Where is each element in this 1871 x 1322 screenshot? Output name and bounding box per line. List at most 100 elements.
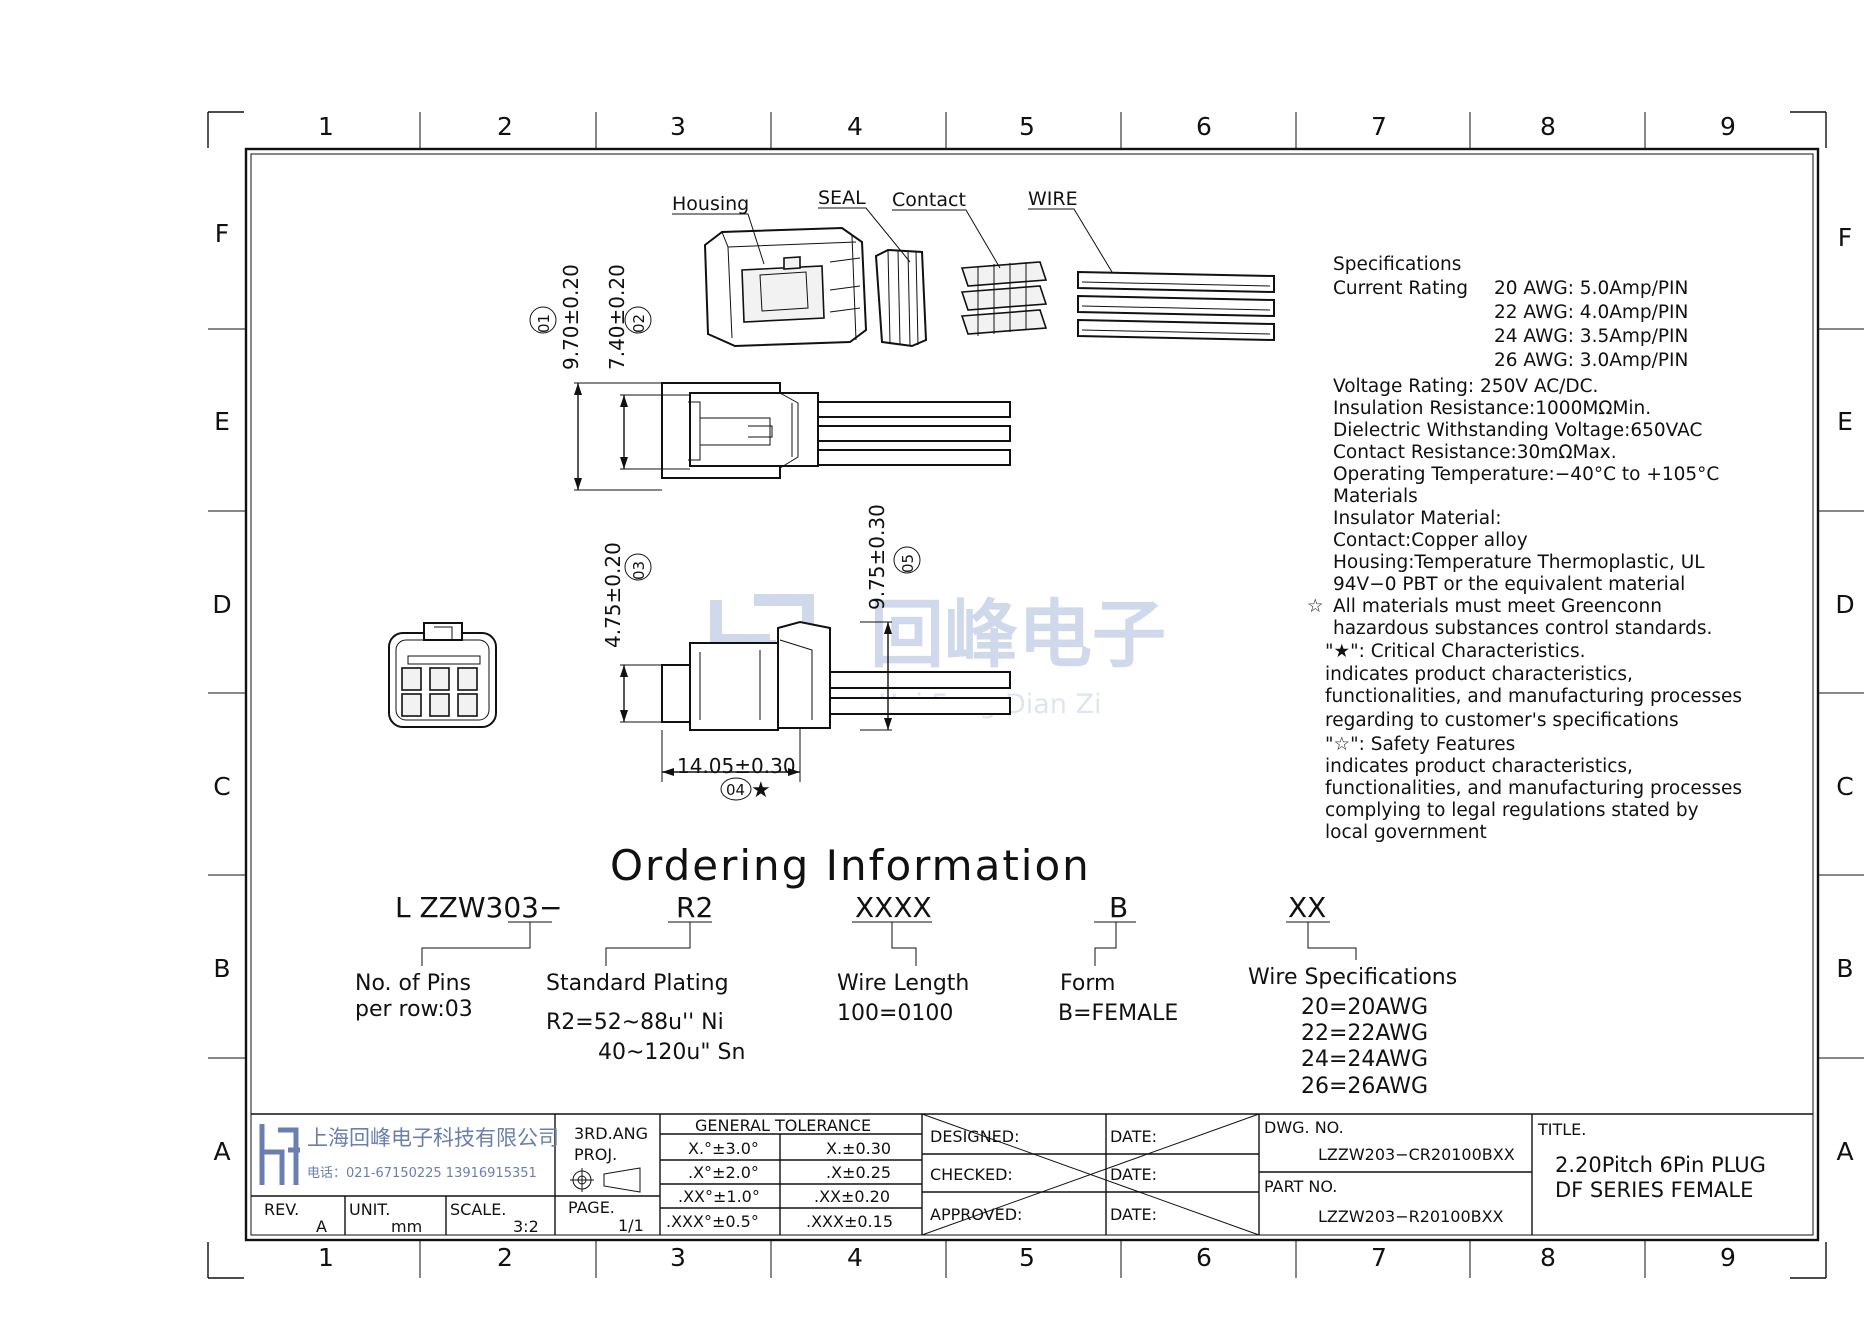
page-value: 1/1 bbox=[618, 1216, 644, 1235]
spec-materials: Materials bbox=[1333, 486, 1418, 507]
dim-04-tag-circle bbox=[720, 777, 752, 801]
code-length: XXXX bbox=[855, 891, 932, 924]
spec-contact-resistance: Contact Resistance:30mΩMax. bbox=[1333, 442, 1617, 463]
spec-voltage: Voltage Rating: 250V AC/DC. bbox=[1333, 376, 1598, 397]
zone-row-labels: F E D C B A F E D C B A bbox=[212, 219, 1854, 1166]
part-label: PART NO. bbox=[1264, 1177, 1337, 1196]
spec-current-24: 24 AWG: 3.5Amp/PIN bbox=[1494, 326, 1688, 347]
spec-heading: Specifications bbox=[1333, 254, 1461, 275]
dim-01-tag-circle bbox=[529, 306, 557, 334]
page-label: PAGE. bbox=[568, 1198, 615, 1217]
dim-04-value: 14.05±0.30 bbox=[677, 754, 796, 778]
callout-seal: SEAL bbox=[818, 187, 866, 209]
dim-03-value: 4.75±0.20 bbox=[601, 542, 625, 648]
spec-insulation: Insulation Resistance:1000MΩMin. bbox=[1333, 398, 1651, 419]
rev-label: REV. bbox=[264, 1200, 299, 1219]
form-label: Form bbox=[1060, 971, 1115, 996]
contact-iso bbox=[960, 261, 1048, 336]
callout-wire: WIRE bbox=[1028, 188, 1078, 210]
wire-label: Wire Specifications bbox=[1248, 965, 1457, 990]
part-callouts: Housing SEAL Contact WIRE bbox=[672, 187, 1113, 273]
col-1-bottom: 1 bbox=[318, 1243, 334, 1272]
ordering-leaders bbox=[421, 921, 1357, 966]
spec-current-label: Current Rating bbox=[1333, 278, 1468, 299]
spec-insulator: Insulator Material: bbox=[1333, 508, 1501, 529]
part-value: LZZW203−R20100BXX bbox=[1318, 1207, 1504, 1226]
side-view-lower bbox=[620, 620, 1011, 782]
watermark-chinese: 回峰电子 bbox=[870, 592, 1166, 678]
col-3-top: 3 bbox=[670, 112, 686, 141]
col-7-top: 7 bbox=[1371, 112, 1387, 141]
col-8-bottom: 8 bbox=[1540, 1243, 1556, 1272]
spec-critical-1: indicates product characteristics, bbox=[1325, 664, 1633, 685]
spec-current-20: 20 AWG: 5.0Amp/PIN bbox=[1494, 278, 1688, 299]
scale-label: SCALE. bbox=[450, 1200, 506, 1219]
spec-all-materials-1: All materials must meet Greenconn bbox=[1333, 596, 1662, 617]
dim-03-tag-circle bbox=[624, 553, 652, 581]
row-b-left: B bbox=[213, 954, 230, 983]
tolerance-right-0: X.±0.30 bbox=[826, 1139, 891, 1158]
row-f-right: F bbox=[1838, 223, 1852, 252]
spec-all-materials-2: hazardous substances control standards. bbox=[1333, 618, 1712, 639]
callout-housing: Housing bbox=[672, 193, 749, 215]
tolerance-left-2: .XX°±1.0° bbox=[678, 1187, 760, 1206]
company-name: 上海回峰电子科技有限公司 bbox=[307, 1126, 559, 1150]
spec-critical-title: "★": Critical Characteristics. bbox=[1325, 641, 1586, 662]
title-block: 上海回峰电子科技有限公司 电话：021-67150225 13916915351… bbox=[251, 1113, 1813, 1236]
tolerance-left-3: .XXX°±0.5° bbox=[666, 1212, 759, 1231]
unit-label: UNIT. bbox=[349, 1200, 390, 1219]
wire-line-1: 20=20AWG bbox=[1301, 995, 1428, 1020]
pins-label-1: No. of Pins bbox=[355, 971, 471, 996]
dim-05-tag-circle bbox=[893, 546, 921, 574]
length-line-1: 100=0100 bbox=[837, 1001, 953, 1026]
dim-02-group: 7.40±0.20 02 bbox=[605, 264, 652, 370]
row-a-right: A bbox=[1836, 1137, 1853, 1166]
housing-iso bbox=[703, 226, 868, 348]
projection-line-2: PROJ. bbox=[574, 1145, 617, 1164]
projection-line-1: 3RD.ANG bbox=[574, 1124, 648, 1143]
col-2-top: 2 bbox=[497, 112, 513, 141]
row-e-right: E bbox=[1837, 407, 1853, 436]
tolerance-right-2: .XX±0.20 bbox=[814, 1187, 890, 1206]
designed-label: DESIGNED: bbox=[930, 1127, 1020, 1146]
approved-date-label: DATE: bbox=[1110, 1205, 1157, 1224]
company-logo bbox=[259, 1124, 300, 1185]
spec-safety-3: complying to legal regulations stated by bbox=[1325, 800, 1699, 821]
spec-safety-4: local government bbox=[1325, 822, 1487, 843]
scale-value: 3:2 bbox=[513, 1217, 539, 1236]
unit-value: mm bbox=[391, 1217, 422, 1236]
designed-date-label: DATE: bbox=[1110, 1127, 1157, 1146]
row-c-left: C bbox=[213, 772, 230, 801]
dwg-value: LZZW203−CR20100BXX bbox=[1318, 1145, 1515, 1164]
code-form: B bbox=[1109, 891, 1128, 924]
tolerance-right-3: .XXX±0.15 bbox=[806, 1212, 893, 1231]
dim-05-tag: 05 bbox=[899, 554, 917, 573]
title-label: TITLE. bbox=[1537, 1120, 1586, 1139]
col-8-top: 8 bbox=[1540, 112, 1556, 141]
dwg-label: DWG. NO. bbox=[1264, 1118, 1344, 1137]
ordering-title: Ordering Information bbox=[610, 841, 1091, 890]
length-label: Wire Length bbox=[837, 971, 969, 996]
col-1-top: 1 bbox=[318, 112, 334, 141]
dim-01-value: 9.70±0.20 bbox=[559, 264, 583, 370]
side-view-upper bbox=[574, 382, 1011, 491]
form-line-1: B=FEMALE bbox=[1058, 1001, 1178, 1026]
title-line-2: DF SERIES FEMALE bbox=[1555, 1178, 1753, 1202]
row-d-left: D bbox=[212, 590, 231, 619]
spec-critical-3: regarding to customer's specifications bbox=[1325, 710, 1679, 731]
wire-line-3: 24=24AWG bbox=[1301, 1047, 1428, 1072]
wire-line-4: 26=26AWG bbox=[1301, 1074, 1428, 1099]
approved-label: APPROVED: bbox=[930, 1205, 1022, 1224]
row-a-left: A bbox=[213, 1137, 230, 1166]
ordering-descriptions: No. of Pins per row:03 Standard Plating … bbox=[355, 965, 1457, 1099]
col-7-bottom: 7 bbox=[1371, 1243, 1387, 1272]
tolerance-right-1: .X±0.25 bbox=[826, 1163, 891, 1182]
col-2-bottom: 2 bbox=[497, 1243, 513, 1272]
dim-02-tag: 02 bbox=[630, 314, 648, 333]
dim-04-tag: 04 bbox=[726, 781, 745, 799]
spec-housing-material-2: 94V−0 PBT or the equivalent material bbox=[1333, 574, 1685, 595]
spec-critical-2: functionalities, and manufacturing proce… bbox=[1325, 686, 1742, 707]
spec-safety-1: indicates product characteristics, bbox=[1325, 756, 1633, 777]
col-4-top: 4 bbox=[847, 112, 863, 141]
